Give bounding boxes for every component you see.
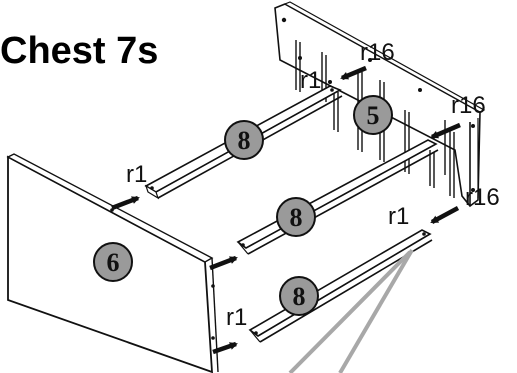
part-number-6: 6 [107, 248, 120, 277]
part-badge-8-middle: 8 [276, 197, 316, 237]
part-badge-6: 6 [93, 242, 133, 282]
part-number-8-bottom: 8 [293, 282, 306, 311]
rail-middle [236, 139, 439, 255]
insertion-arrows [111, 65, 461, 355]
leader-lines [288, 248, 414, 373]
screw-label-r16-bottom: r16 [465, 184, 500, 211]
part-number-5: 5 [367, 101, 380, 130]
screw-label-r16-top: r16 [360, 39, 395, 66]
part-number-8-middle: 8 [290, 203, 303, 232]
screw-label-r1-front-top: r1 [126, 161, 147, 188]
diagram-title: Chest 7s [0, 30, 159, 72]
screw-label-r1-back: r1 [300, 67, 321, 94]
screw-label-r1-front-bottom: r1 [226, 304, 247, 331]
part-badge-8-top: 8 [224, 120, 264, 160]
part-badge-5: 5 [353, 95, 393, 135]
screw-label-r1-right: r1 [388, 203, 409, 230]
part-badge-8-bottom: 8 [279, 276, 319, 316]
screw-label-r16-middle: r16 [451, 92, 486, 119]
rail-bottom [248, 229, 433, 343]
part-number-8-top: 8 [238, 126, 251, 155]
